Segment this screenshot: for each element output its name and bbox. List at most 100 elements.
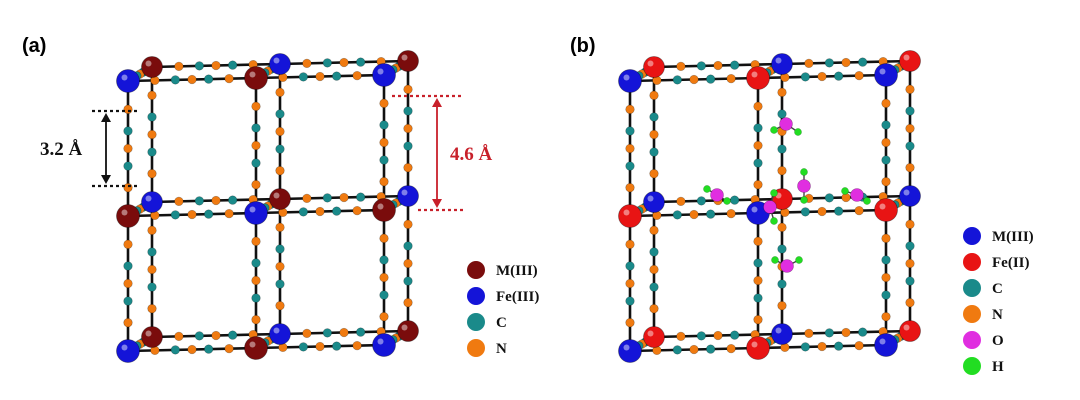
legend-b-label-m3: M(III) bbox=[992, 229, 1034, 245]
carbon-atom bbox=[379, 290, 389, 300]
carbon-atom bbox=[730, 330, 740, 340]
carbon-atom bbox=[322, 328, 332, 338]
fe2-atom bbox=[899, 50, 921, 72]
carbon-atom bbox=[824, 193, 834, 203]
nitrogen-atom bbox=[147, 169, 157, 179]
nitrogen-atom bbox=[777, 87, 787, 97]
atom-highlight bbox=[273, 57, 280, 64]
nitrogen-atom bbox=[625, 183, 635, 193]
nitrogen-atom bbox=[841, 57, 851, 68]
nitrogen-atom bbox=[804, 328, 814, 338]
m3-atom bbox=[874, 333, 898, 357]
carbon-atom bbox=[147, 282, 157, 292]
atom-highlight bbox=[623, 344, 630, 351]
m3-atom bbox=[899, 185, 921, 207]
atom-highlight bbox=[623, 74, 630, 81]
nitrogen-atom bbox=[403, 84, 413, 94]
atom-highlight bbox=[121, 344, 128, 351]
nitrogen-atom bbox=[147, 264, 157, 275]
nitrogen-atom bbox=[147, 90, 157, 100]
carbon-atom bbox=[298, 72, 308, 82]
nitrogen-atom bbox=[339, 192, 349, 203]
nitrogen-atom bbox=[854, 206, 864, 216]
carbon-atom bbox=[379, 255, 389, 265]
nitrogen-atom bbox=[625, 104, 635, 114]
carbon-atom bbox=[777, 144, 787, 154]
nitrogen-atom bbox=[625, 278, 635, 289]
atom-highlight bbox=[377, 203, 384, 210]
legend-b-swatch-fe2 bbox=[963, 253, 981, 271]
carbon-atom bbox=[625, 126, 635, 136]
legend-b-swatch-m3 bbox=[963, 227, 981, 245]
nitrogen-atom bbox=[123, 104, 133, 114]
carbon-atom bbox=[251, 258, 261, 268]
atom-highlight bbox=[121, 74, 128, 81]
nitrogen-atom bbox=[753, 315, 763, 325]
carbon-atom bbox=[332, 71, 342, 81]
nitrogen-atom bbox=[251, 315, 261, 325]
legend-b-swatch-h bbox=[963, 357, 981, 375]
nitrogen-atom bbox=[275, 261, 285, 272]
nitrogen-atom bbox=[777, 166, 787, 176]
hydrogen-atom bbox=[703, 185, 711, 193]
carbon-atom bbox=[834, 206, 844, 216]
m3-atom bbox=[116, 204, 140, 228]
carbon-atom bbox=[858, 57, 868, 67]
legend-b-swatch-n bbox=[963, 305, 981, 323]
carbon-atom bbox=[905, 106, 915, 116]
carbon-atom bbox=[649, 247, 659, 257]
atom-highlight bbox=[401, 54, 408, 61]
carbon-atom bbox=[777, 109, 787, 119]
atom-highlight bbox=[401, 189, 408, 196]
carbon-atom bbox=[356, 327, 366, 337]
panel-b-water-molecules bbox=[703, 117, 871, 273]
fe2-atom bbox=[618, 204, 642, 228]
nitrogen-atom bbox=[881, 177, 891, 187]
panel-a-atoms bbox=[116, 50, 419, 363]
nitrogen-atom bbox=[625, 318, 635, 328]
atom-highlight bbox=[249, 71, 256, 78]
carbon-atom bbox=[403, 276, 413, 286]
nitrogen-atom bbox=[649, 225, 659, 235]
nitrogen-atom bbox=[403, 258, 413, 269]
m3-atom bbox=[397, 50, 419, 72]
nitrogen-atom bbox=[689, 209, 699, 220]
atom-highlight bbox=[647, 60, 654, 67]
nitrogen-atom bbox=[905, 163, 915, 173]
carbon-atom bbox=[824, 328, 834, 338]
nitrogen-atom bbox=[905, 298, 915, 308]
carbon-atom bbox=[251, 158, 261, 168]
carbon-atom bbox=[275, 109, 285, 119]
hydrogen-atom bbox=[800, 196, 808, 204]
carbon-atom bbox=[123, 161, 133, 171]
nitrogen-atom bbox=[174, 331, 184, 341]
carbon-atom bbox=[322, 193, 332, 203]
panel-a: (a) 3.2 Å 4.6 Å M(III) Fe(III) bbox=[22, 35, 539, 363]
carbon-atom bbox=[194, 196, 204, 206]
nitrogen-atom bbox=[251, 180, 261, 190]
nitrogen-atom bbox=[753, 275, 763, 286]
carbon-atom bbox=[625, 261, 635, 271]
carbon-atom bbox=[332, 206, 342, 216]
m3-atom bbox=[141, 326, 163, 348]
nitrogen-atom bbox=[174, 196, 184, 206]
carbon-atom bbox=[672, 210, 682, 220]
carbon-atom bbox=[322, 58, 332, 68]
carbon-atom bbox=[777, 279, 787, 289]
nitrogen-atom bbox=[352, 71, 362, 81]
carbon-atom bbox=[706, 344, 716, 354]
carbon-atom bbox=[881, 120, 891, 130]
nitrogen-atom bbox=[689, 74, 699, 85]
m3-atom bbox=[244, 66, 268, 90]
hydrogen-atom bbox=[841, 187, 849, 195]
nitrogen-atom bbox=[251, 101, 261, 111]
nitrogen-atom bbox=[251, 236, 261, 246]
atom-highlight bbox=[401, 324, 408, 331]
carbon-atom bbox=[228, 195, 238, 205]
carbon-atom bbox=[403, 106, 413, 116]
fe3-atom bbox=[116, 69, 140, 93]
nitrogen-atom bbox=[187, 74, 197, 85]
fe3-atom bbox=[244, 201, 268, 225]
nitrogen-atom bbox=[224, 74, 234, 84]
m3-atom bbox=[397, 320, 419, 342]
